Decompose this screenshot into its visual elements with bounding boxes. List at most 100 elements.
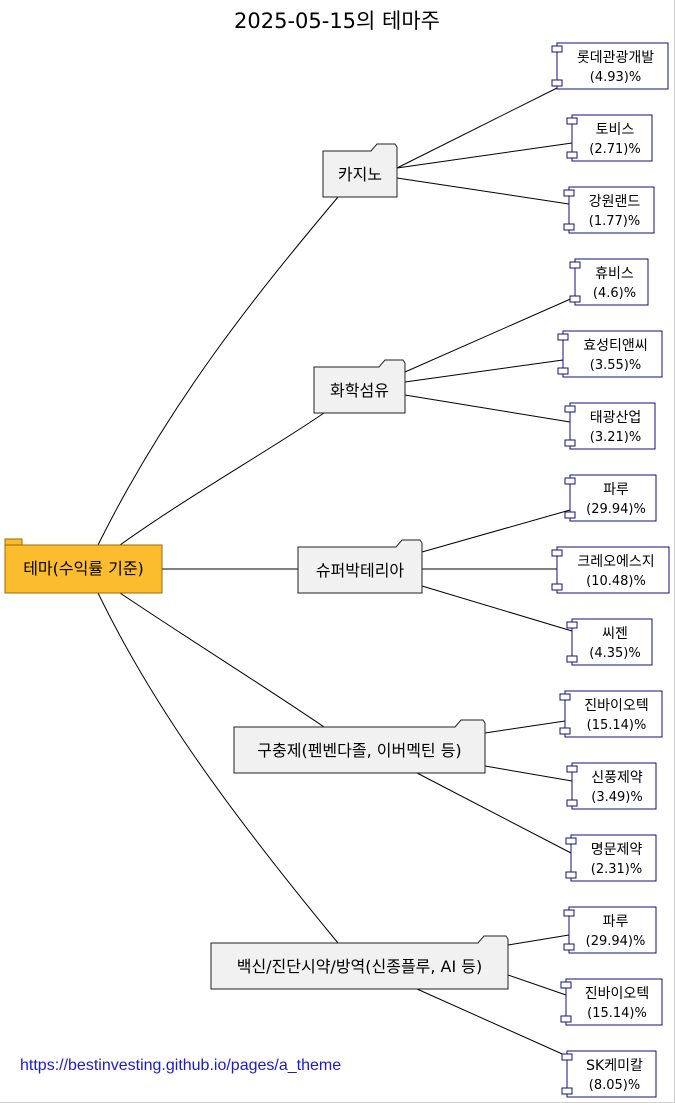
stock-port-bottom-2-3 [564, 439, 576, 447]
theme-node-label-5: 백신/진단시약/방역(신종플루, AI 등) [237, 957, 483, 976]
stock-name-5-1: 파루 [603, 914, 629, 930]
stock-node-2-3 [569, 402, 656, 450]
stock-node-3-1 [569, 474, 657, 522]
footer-link[interactable]: https://bestinvesting.github.io/pages/a_… [20, 1057, 341, 1074]
stock-node-2-2 [562, 330, 663, 378]
edge-root-theme-4 [119, 592, 325, 728]
stock-port-top-1-3 [563, 189, 575, 197]
stock-port-bottom-3-1 [564, 511, 576, 519]
edge-root-theme-5 [97, 592, 339, 944]
stock-port-bottom-2-2 [557, 367, 569, 375]
stock-name-4-2: 신풍제약 [591, 770, 643, 786]
stock-port-bottom-4-1 [559, 727, 571, 735]
theme-node-2 [313, 359, 406, 414]
stock-port-top-4-1 [559, 693, 571, 701]
stock-port-bottom-2-1 [569, 295, 581, 303]
stock-name-4-3: 명문제약 [591, 842, 643, 858]
stock-port-top-3-1 [564, 477, 576, 485]
stock-node-5-3 [566, 1050, 657, 1098]
stock-port-bottom-1-3 [563, 223, 575, 231]
stock-return-1-3: (1.77)% [589, 214, 640, 229]
edge-theme-1-stock-2 [396, 142, 573, 169]
stock-name-3-2: 크레오에스지 [577, 554, 654, 570]
diagram-title: 2025-05-15의 테마주 [234, 9, 440, 33]
stock-port-bottom-1-1 [551, 79, 563, 87]
stock-port-bottom-3-3 [566, 655, 578, 663]
stock-return-3-1: (29.94)% [586, 502, 646, 517]
stock-return-4-3: (2.31)% [591, 862, 642, 877]
stock-name-2-1: 휴비스 [595, 266, 634, 282]
theme-node-4 [233, 719, 486, 774]
stock-port-top-5-2 [560, 981, 572, 989]
stock-return-1-1: (4.93)% [590, 70, 641, 85]
stock-return-4-2: (3.49)% [591, 790, 642, 805]
theme-node-label-2: 화학섬유 [330, 381, 389, 400]
stock-node-4-3 [570, 834, 657, 882]
stock-port-top-3-3 [566, 621, 578, 629]
edge-theme-2-stock-3 [404, 394, 571, 423]
stock-port-bottom-4-2 [566, 799, 578, 807]
stock-node-3-3 [571, 618, 653, 666]
stock-name-3-1: 파루 [603, 482, 629, 498]
stock-name-4-1: 진바이오텍 [584, 698, 648, 714]
stock-port-bottom-3-2 [551, 583, 563, 591]
stock-node-2-1 [574, 258, 649, 306]
stock-node-3-2 [556, 546, 670, 594]
edge-theme-3-stock-1 [421, 509, 571, 553]
edge-theme-4-stock-1 [484, 720, 566, 734]
edge-theme-2-stock-2 [404, 359, 564, 383]
stock-port-bottom-5-3 [561, 1087, 573, 1095]
stock-return-4-1: (15.14)% [587, 718, 647, 733]
edge-theme-4-stock-2 [484, 765, 573, 782]
stock-port-top-5-1 [563, 909, 575, 917]
stock-node-1-3 [568, 186, 655, 234]
edge-theme-4-stock-3 [416, 772, 572, 854]
edge-theme-5-stock-3 [416, 988, 570, 1058]
stock-name-5-3: SK케미칼 [586, 1058, 643, 1074]
stock-port-top-1-2 [566, 117, 578, 125]
stock-port-top-2-1 [569, 261, 581, 269]
root-node-label: 테마(수익률 기준) [23, 559, 144, 578]
stock-return-1-2: (2.71)% [589, 142, 640, 157]
stock-node-1-2 [571, 114, 653, 162]
stock-return-3-2: (10.48)% [586, 574, 646, 589]
theme-node-label-1: 카지노 [338, 165, 382, 184]
stock-return-5-2: (15.14)% [587, 1006, 647, 1021]
stock-node-4-1 [564, 690, 663, 738]
stock-port-top-4-3 [565, 837, 577, 845]
edge-root-theme-2 [119, 412, 325, 546]
edge-theme-3-stock-3 [421, 585, 573, 632]
theme-node-3 [297, 539, 423, 594]
stock-port-bottom-5-2 [560, 1015, 572, 1023]
stock-name-1-1: 롯데관광개발 [577, 50, 654, 66]
stock-return-2-1: (4.6)% [593, 286, 636, 301]
stock-node-5-1 [568, 906, 657, 954]
theme-node-1 [322, 143, 398, 198]
stock-node-1-1 [556, 42, 669, 90]
stock-name-1-2: 토비스 [596, 122, 635, 138]
stock-name-2-3: 태광산업 [590, 410, 642, 426]
stock-node-4-2 [571, 762, 657, 810]
theme-node-label-3: 슈퍼박테리아 [316, 561, 405, 580]
stock-node-5-2 [565, 978, 663, 1026]
stock-port-bottom-4-3 [565, 871, 577, 879]
stock-return-5-3: (8.05)% [589, 1078, 640, 1093]
stock-port-top-5-3 [561, 1053, 573, 1061]
edge-theme-1-stock-1 [396, 87, 558, 169]
stock-port-bottom-5-1 [563, 943, 575, 951]
root-node-box [4, 544, 163, 594]
edges-layer [97, 87, 576, 1058]
theme-node-5 [210, 935, 509, 990]
stock-port-top-1-1 [551, 45, 563, 53]
stock-return-3-3: (4.35)% [589, 646, 640, 661]
stock-name-5-2: 진바이오텍 [585, 986, 649, 1002]
nodes-layer: 테마(수익률 기준)카지노롯데관광개발(4.93)%토비스(2.71)%강원랜드… [4, 42, 670, 1098]
stock-name-3-3: 씨젠 [602, 626, 628, 642]
edge-theme-5-stock-1 [507, 934, 570, 946]
edge-root-theme-1 [97, 196, 339, 546]
stock-return-2-3: (3.21)% [590, 430, 641, 445]
stock-port-top-4-2 [566, 765, 578, 773]
edge-theme-1-stock-3 [396, 177, 570, 205]
